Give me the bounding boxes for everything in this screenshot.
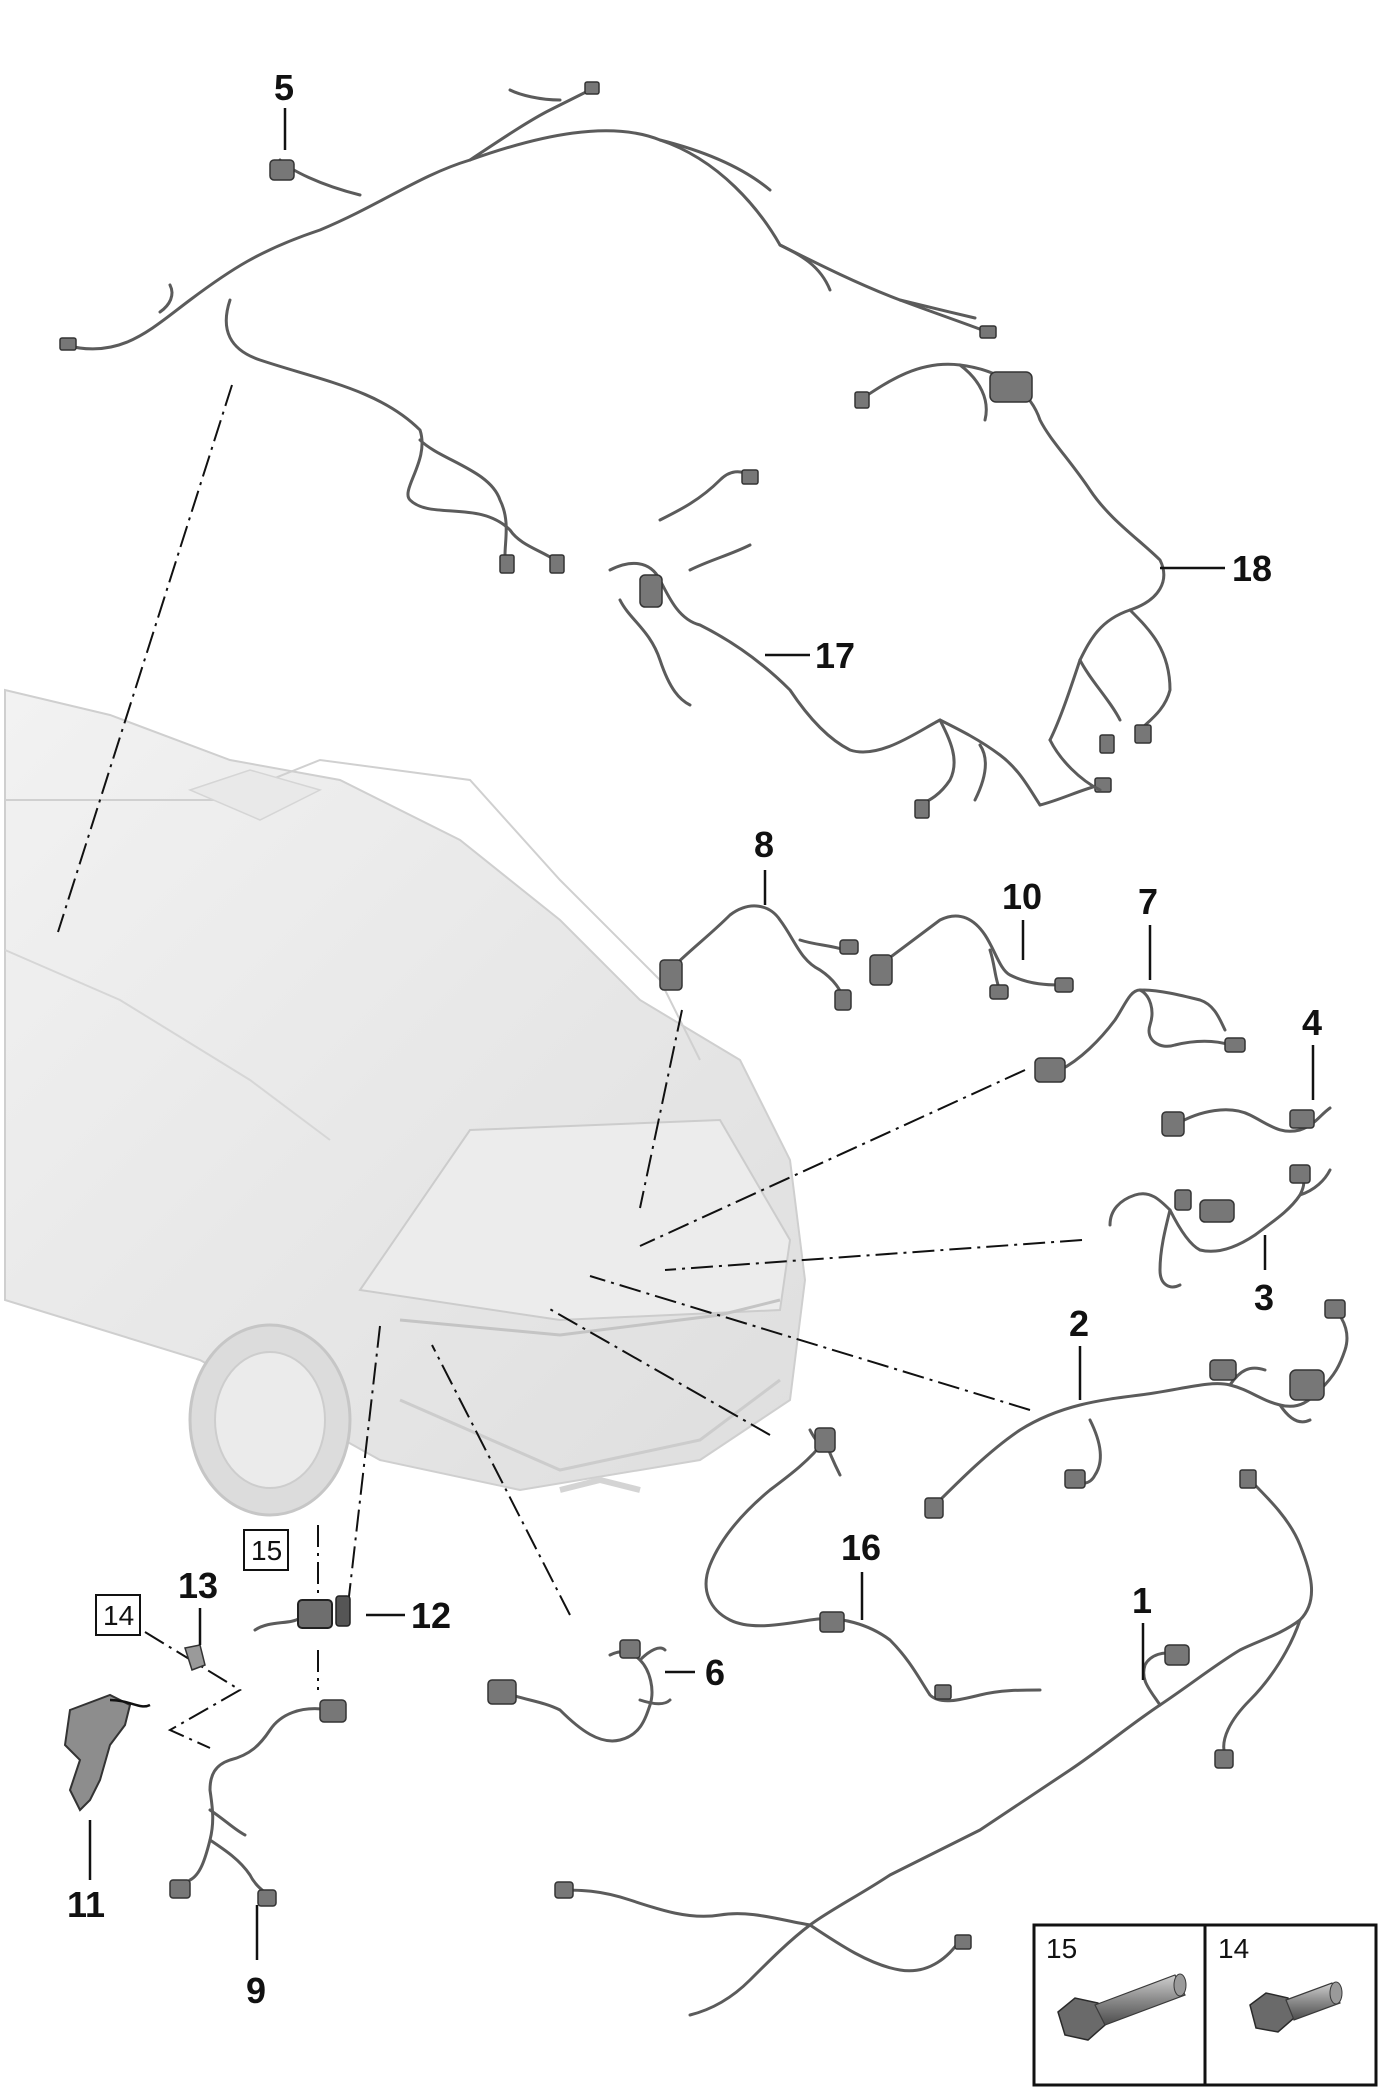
bolt-14-icon <box>1249 1981 1343 2033</box>
callout-numbers: 5 18 17 8 10 7 4 3 2 16 1 6 12 13 11 9 <box>67 67 1322 2011</box>
legend-box: 15 14 <box>1032 1923 1378 2087</box>
bolt-15-icon <box>1057 1973 1187 2041</box>
callout-10: 10 <box>1002 876 1042 917</box>
harness-2 <box>924 1299 1349 1519</box>
harness-16 <box>704 1427 1042 1703</box>
harness-10 <box>869 914 1074 1000</box>
harness-5 <box>59 81 997 574</box>
callout-7: 7 <box>1138 881 1158 922</box>
legend-label-15: 15 <box>1046 1933 1077 1964</box>
callout-18: 18 <box>1232 548 1272 589</box>
callout-12: 12 <box>411 1595 451 1636</box>
bracket-11 <box>63 1693 151 1812</box>
harness-3 <box>1108 1164 1332 1289</box>
harness-6 <box>487 1639 672 1743</box>
callout-3: 3 <box>1254 1277 1274 1318</box>
boxed-reference-14: 14 <box>95 1594 141 1636</box>
callout-4: 4 <box>1302 1002 1322 1043</box>
harness-17 <box>608 469 1112 819</box>
harness-9 <box>169 1699 347 1907</box>
callout-16: 16 <box>841 1527 881 1568</box>
boxed-reference-15: 15 <box>243 1529 289 1571</box>
callout-5: 5 <box>274 67 294 108</box>
callout-11: 11 <box>67 1884 105 1925</box>
callout-8: 8 <box>754 824 774 865</box>
callout-9: 9 <box>246 1970 266 2011</box>
vehicle-rear-illustration <box>4 688 807 1517</box>
harness-8 <box>659 904 859 1011</box>
harness-7 <box>1034 988 1246 1083</box>
callout-6: 6 <box>705 1652 725 1693</box>
reference-lines <box>57 384 1083 1749</box>
bracket-13 <box>184 1644 206 1671</box>
sensor-12 <box>253 1595 351 1632</box>
harness-18 <box>854 362 1172 792</box>
harness-4 <box>1161 1106 1332 1137</box>
harness-1 <box>554 1469 1314 2017</box>
callout-leaders <box>88 108 1315 1960</box>
svg-text:14: 14 <box>103 1600 134 1631</box>
callout-2: 2 <box>1069 1303 1089 1344</box>
callout-1: 1 <box>1132 1580 1152 1621</box>
svg-text:15: 15 <box>251 1535 282 1566</box>
callout-13: 13 <box>178 1565 218 1606</box>
callout-17: 17 <box>815 635 855 676</box>
legend-label-14: 14 <box>1218 1933 1249 1964</box>
